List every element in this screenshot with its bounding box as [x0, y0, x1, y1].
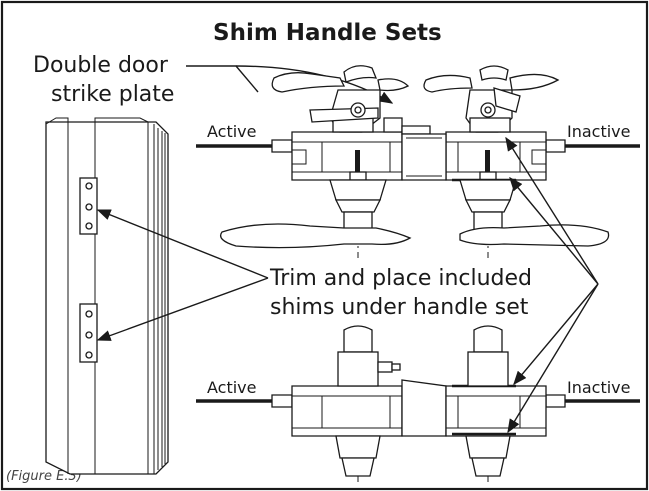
door-jamb — [45, 117, 169, 475]
arrow-to-lower-shim — [96, 277, 269, 341]
bottom-handle-assembly — [196, 325, 640, 486]
inactive-label-top: Inactive — [567, 122, 631, 141]
inactive-label-bottom: Inactive — [567, 378, 631, 397]
strike-label-line2: strike plate — [51, 82, 174, 107]
arrow-to-bottom-shim-1 — [513, 283, 599, 386]
active-label-top: Active — [207, 122, 257, 141]
strike-leader-line — [186, 65, 259, 93]
figure-caption: (Figure E.3) — [6, 469, 82, 484]
note-line2: shims under handle set — [270, 295, 529, 320]
note-line1: Trim and place included — [269, 266, 532, 291]
shim-arrows — [96, 136, 599, 434]
top-handle-assembly — [196, 65, 640, 258]
arrow-to-top-shim-2 — [509, 176, 599, 285]
arrow-to-bottom-shim-2 — [507, 283, 599, 434]
arrow-to-top-shim-1 — [505, 136, 599, 285]
arrow-to-upper-shim — [96, 209, 269, 279]
active-label-bottom: Active — [207, 378, 257, 397]
strike-label-line1: Double door — [33, 53, 169, 78]
figure-title: Shim Handle Sets — [213, 20, 442, 46]
